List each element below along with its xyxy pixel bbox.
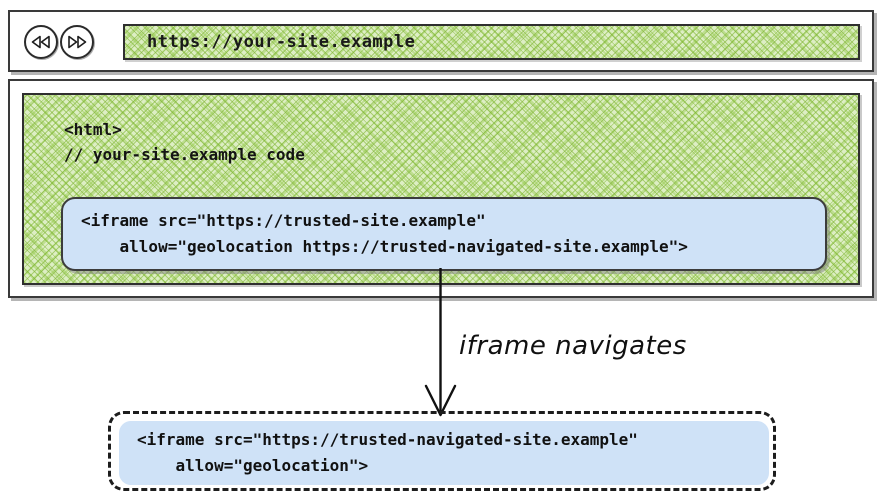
browser-window: https://your-site.example <html> // your… — [8, 10, 874, 298]
embedded-iframe-code-lines: <iframe src="https://trusted-site.exampl… — [63, 208, 688, 260]
browser-viewport: <html> // your-site.example code <iframe… — [8, 79, 874, 298]
page-code-line-1: <html> — [64, 120, 122, 139]
embedded-iframe-code-block: <iframe src="https://trusted-site.exampl… — [61, 197, 827, 271]
url-bar[interactable]: https://your-site.example — [123, 24, 860, 60]
navigated-iframe-code-block: <iframe src="https://trusted-navigated-s… — [119, 421, 769, 485]
url-text: https://your-site.example — [147, 32, 416, 52]
navigates-annotation-label: iframe navigates — [459, 331, 687, 361]
browser-toolbar: https://your-site.example — [8, 10, 874, 72]
embedded-iframe-line-2: allow="geolocation https://trusted-navig… — [81, 237, 688, 256]
navigation-buttons — [24, 25, 94, 59]
page-source-code: <html> // your-site.example code — [64, 117, 305, 167]
navigates-arrow-icon — [424, 268, 457, 417]
navigated-iframe-line-1: <iframe src="https://trusted-navigated-s… — [137, 430, 638, 449]
back-icon[interactable] — [24, 25, 58, 59]
navigated-result-box: <iframe src="https://trusted-navigated-s… — [108, 411, 776, 491]
page-code-line-2: // your-site.example code — [64, 145, 305, 164]
page-content-panel: <html> // your-site.example code <iframe… — [22, 93, 860, 285]
embedded-iframe-line-1: <iframe src="https://trusted-site.exampl… — [81, 211, 486, 230]
navigated-iframe-line-2: allow="geolocation"> — [137, 456, 369, 475]
forward-icon[interactable] — [60, 25, 94, 59]
navigated-iframe-code-lines: <iframe src="https://trusted-navigated-s… — [119, 427, 638, 479]
